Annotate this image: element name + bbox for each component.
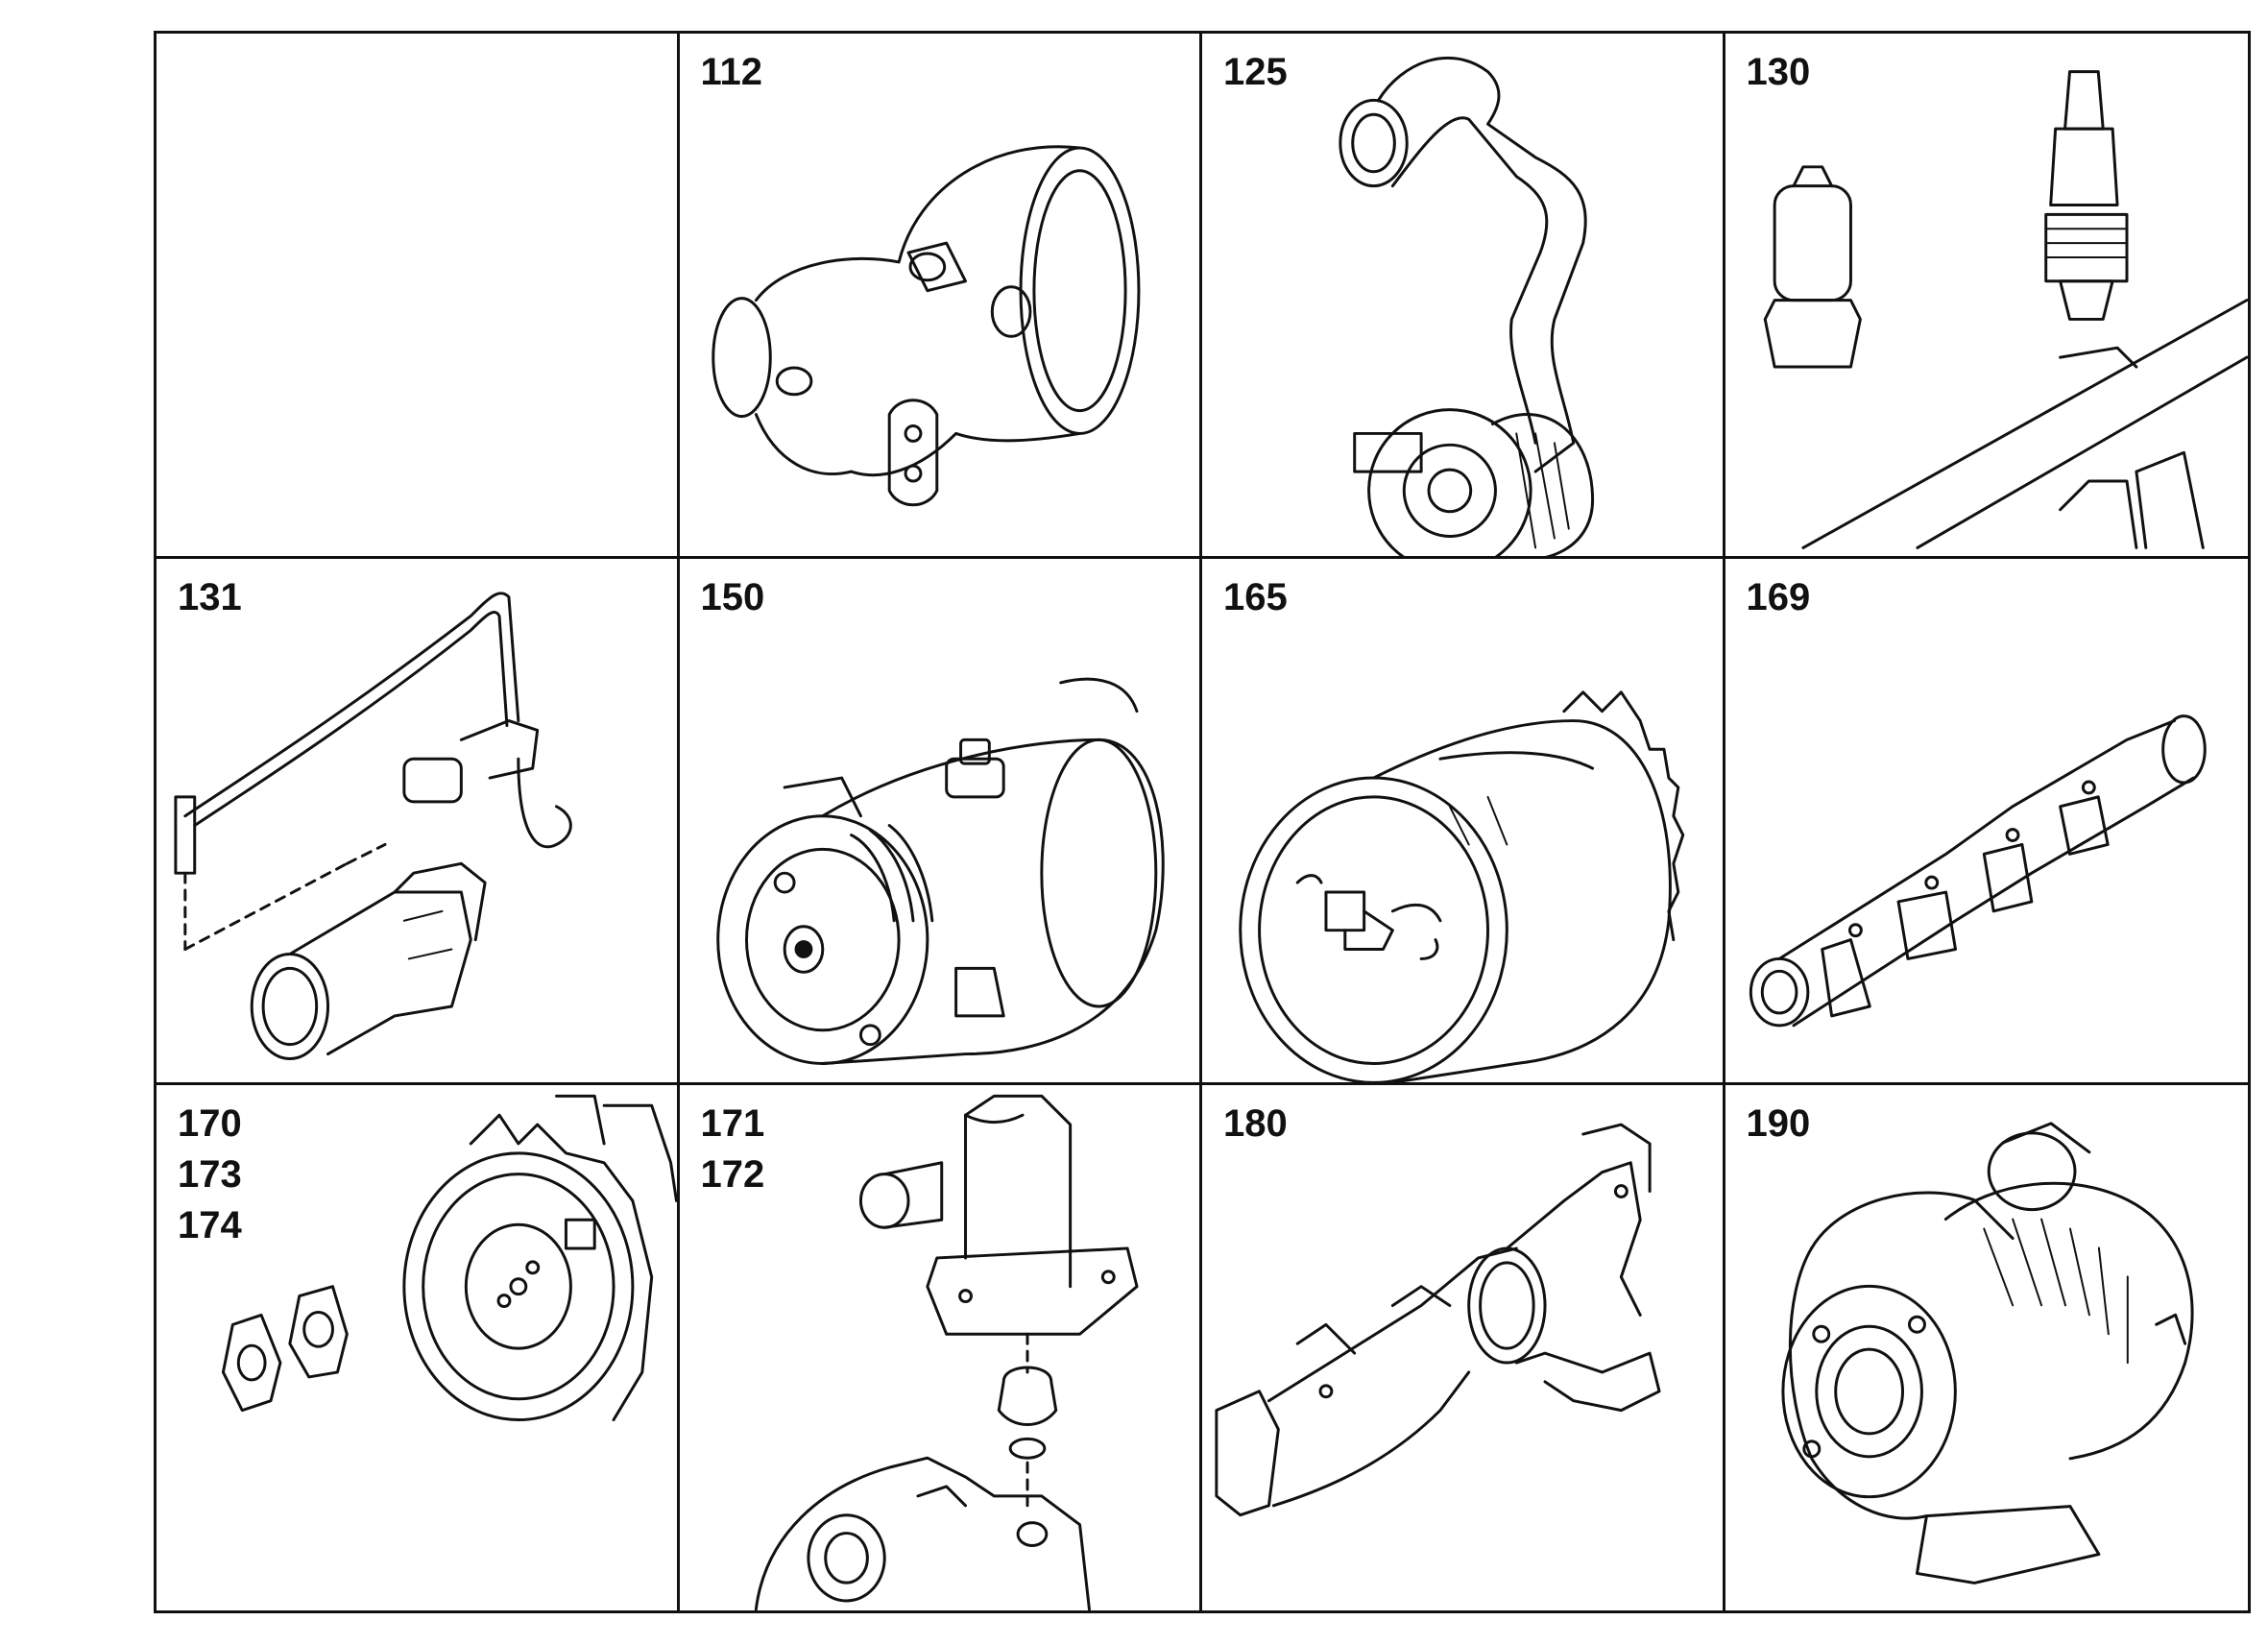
cell-131[interactable]: 131 xyxy=(157,559,680,1085)
part-number-label: 174 xyxy=(178,1203,242,1246)
cell-165[interactable]: 165 xyxy=(1202,559,1725,1085)
flywheel-housing-plates-drawing xyxy=(221,1094,677,1421)
cell-169[interactable]: 169 xyxy=(1725,559,2248,1085)
manifold-pipe-drawing xyxy=(1749,714,2207,1028)
sensor-line-assembly-drawing xyxy=(174,592,572,1061)
exhaust-manifold-drawing xyxy=(1215,1123,1661,1516)
part-number-label: 171 xyxy=(700,1101,765,1145)
cell-171-172[interactable]: 171 172 xyxy=(680,1084,1202,1610)
parts-grid: 112 125 xyxy=(154,31,2251,1613)
part-number-label: 190 xyxy=(1746,1101,1811,1145)
part-number-label: 125 xyxy=(1223,51,1288,93)
cell-190[interactable]: 190 xyxy=(1725,1085,2249,1610)
cell-150[interactable]: 150 xyxy=(679,559,1202,1085)
fan-clutch-pulley-drawing xyxy=(1239,690,1685,1082)
part-number-label: 169 xyxy=(1746,576,1811,619)
part-number-label: 130 xyxy=(1746,51,1811,93)
part-number-label: 170 xyxy=(178,1101,242,1145)
part-number-label: 131 xyxy=(178,576,242,619)
part-number-label: 180 xyxy=(1223,1101,1288,1145)
ac-compressor-drawing xyxy=(715,678,1165,1066)
thermostat-housing-drawing xyxy=(754,1094,1139,1610)
part-number-label: 112 xyxy=(700,51,763,93)
part-number-label: 173 xyxy=(178,1152,242,1196)
sensor-and-sender-drawing xyxy=(1763,70,2248,549)
part-number-label: 150 xyxy=(700,576,765,619)
cell-125[interactable]: 125 xyxy=(1202,34,1725,560)
cell-180[interactable]: 180 xyxy=(1202,1084,1725,1610)
cell-empty xyxy=(157,34,680,560)
intake-elbow-drawing xyxy=(711,145,1140,507)
cell-112[interactable]: 112 xyxy=(679,34,1202,560)
pump-with-hose-drawing xyxy=(1339,56,1595,557)
cell-170-173-174[interactable]: 170 173 174 xyxy=(157,1084,680,1610)
part-number-label: 165 xyxy=(1223,576,1288,619)
part-number-label: 172 xyxy=(700,1152,765,1196)
turbocharger-drawing xyxy=(1780,1122,2194,1585)
cell-130[interactable]: 130 xyxy=(1725,34,2248,560)
